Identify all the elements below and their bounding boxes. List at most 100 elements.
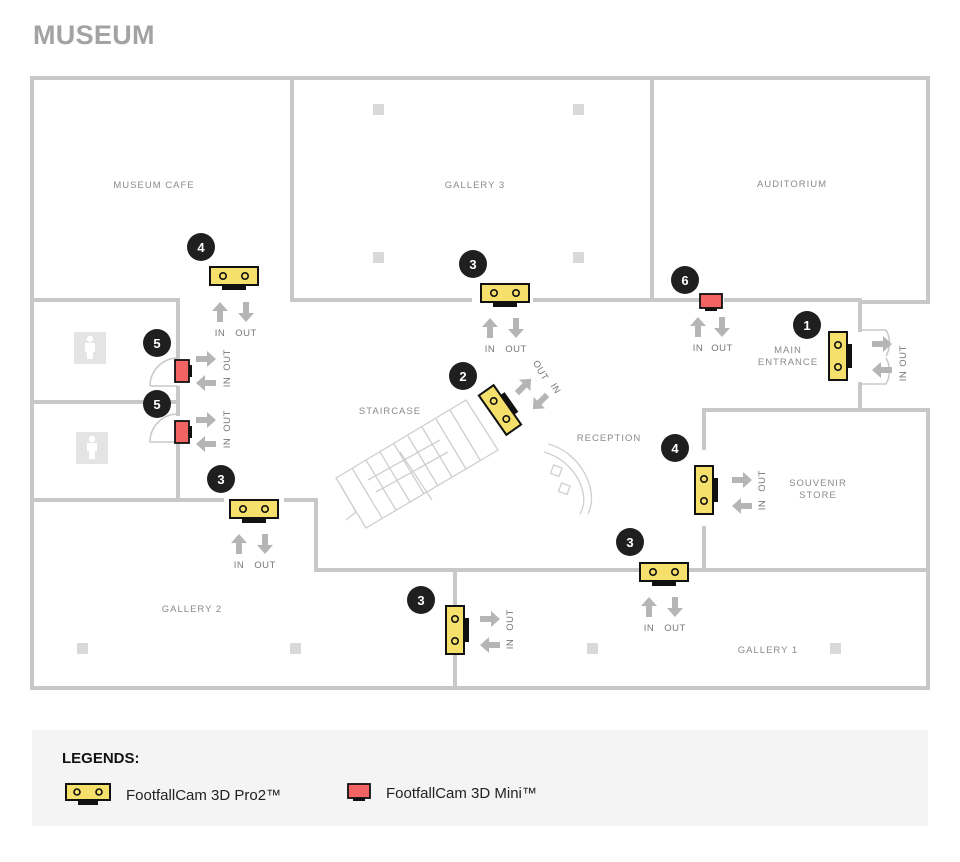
arrow-right-icon	[480, 611, 500, 627]
legend-item-mini: FootfallCam 3D Mini™	[346, 782, 537, 804]
staircase	[335, 399, 499, 529]
arrow-down-icon	[667, 597, 683, 617]
arrow-up-icon	[690, 317, 706, 337]
svg-text:IN: IN	[693, 343, 704, 354]
svg-text:OUT: OUT	[530, 359, 550, 383]
svg-text:6: 6	[681, 273, 688, 288]
badge-6	[671, 266, 699, 294]
arrow-left-icon	[196, 375, 216, 391]
room-label-reception: RECEPTION	[577, 433, 641, 444]
svg-text:IN: IN	[222, 377, 233, 388]
room-label-gallery-1: GALLERY 1	[738, 645, 798, 656]
restroom-tiles	[74, 332, 108, 464]
arrow-right-icon	[732, 472, 752, 488]
arrow-left-icon	[196, 436, 216, 452]
female-restroom-icon	[87, 435, 97, 459]
svg-text:IN: IN	[548, 381, 563, 396]
svg-text:OUT: OUT	[757, 470, 768, 492]
svg-text:IN: IN	[757, 500, 768, 511]
svg-text:4: 4	[197, 240, 205, 255]
svg-text:IN: IN	[505, 639, 516, 650]
arrow-left-icon	[732, 498, 752, 514]
counter-4-souvenir-pro2: 4 OUT IN	[661, 434, 768, 515]
arrow-down-icon	[238, 302, 254, 322]
counter-6-mini: 6 IN OUT	[671, 266, 733, 354]
svg-text:IN: IN	[222, 438, 233, 449]
reception-desk	[543, 443, 593, 515]
walls	[30, 76, 930, 690]
svg-text:IN: IN	[215, 328, 226, 339]
svg-text:1: 1	[803, 318, 810, 333]
svg-text:IN: IN	[485, 344, 496, 355]
room-label-souvenir-store-1: SOUVENIR	[789, 478, 847, 489]
counter-2-pro2: 2 OUT IN	[449, 359, 563, 436]
counter-3-divider-pro2: 3 OUT IN	[407, 586, 516, 655]
counter-1-pro2: 1 OUT IN	[793, 311, 909, 381]
counter-3-gallery-1-pro2: 3 IN OUT	[616, 528, 689, 634]
floor-plan: MUSEUM CAFE GALLERY 3 AUDITORIUM MAIN EN…	[30, 76, 930, 690]
legend-label-pro2: FootfallCam 3D Pro2™	[126, 786, 282, 804]
badge-3	[459, 250, 487, 278]
counter-3-gallery-3-pro2: 3 IN OUT	[459, 250, 530, 355]
counter-5-restroom-top-mini: 5 OUT IN	[143, 329, 233, 391]
room-label-gallery-2: GALLERY 2	[162, 604, 222, 615]
arrow-down-icon	[257, 534, 273, 554]
svg-text:5: 5	[153, 397, 160, 412]
legend-label-mini: FootfallCam 3D Mini™	[386, 784, 537, 802]
room-label-main-entrance-2: ENTRANCE	[758, 357, 818, 368]
exhibit-markers	[77, 104, 841, 654]
room-label-museum-cafe: MUSEUM CAFE	[113, 180, 194, 191]
svg-text:5: 5	[153, 336, 160, 351]
room-label-main-entrance-1: MAIN	[774, 345, 802, 356]
svg-text:4: 4	[671, 441, 679, 456]
badge-3-b	[207, 465, 235, 493]
badge-4-b	[661, 434, 689, 462]
arrow-down-left-icon	[527, 389, 553, 415]
svg-text:OUT: OUT	[222, 410, 233, 432]
svg-text:OUT: OUT	[222, 349, 233, 371]
counter-5-restroom-bottom-mini: 5 OUT IN	[143, 390, 233, 452]
counter-3-gallery-2-pro2: 3 IN OUT	[207, 465, 279, 571]
svg-text:OUT: OUT	[898, 345, 909, 367]
arrow-up-icon	[212, 302, 228, 322]
legend-panel: LEGENDS: FootfallCam 3D Pro2™ FootfallCa…	[32, 730, 928, 826]
svg-text:OUT: OUT	[505, 344, 527, 355]
svg-text:3: 3	[417, 593, 424, 608]
svg-text:IN: IN	[898, 371, 909, 382]
svg-text:OUT: OUT	[254, 560, 276, 571]
arrow-up-icon	[482, 318, 498, 338]
arrow-right-icon	[196, 351, 216, 367]
badge-3-c	[616, 528, 644, 556]
svg-text:OUT: OUT	[505, 609, 516, 631]
svg-text:3: 3	[217, 472, 224, 487]
svg-text:IN: IN	[644, 623, 655, 634]
counter-4-cafe-pro2: 4 IN OUT	[187, 233, 259, 339]
svg-text:OUT: OUT	[711, 343, 733, 354]
svg-text:2: 2	[459, 369, 466, 384]
arrow-up-right-icon	[511, 373, 537, 399]
arrow-down-icon	[714, 317, 730, 337]
svg-text:OUT: OUT	[235, 328, 257, 339]
badge-2	[449, 362, 477, 390]
arrow-up-icon	[641, 597, 657, 617]
arrow-left-icon	[480, 637, 500, 653]
arrow-right-icon	[196, 412, 216, 428]
arrow-down-icon	[508, 318, 524, 338]
svg-text:OUT: OUT	[664, 623, 686, 634]
room-label-souvenir-store-2: STORE	[799, 490, 837, 501]
legend-title: LEGENDS:	[62, 750, 140, 767]
mini-sensor-icon	[347, 783, 371, 801]
svg-text:3: 3	[469, 257, 476, 272]
badge-1	[793, 311, 821, 339]
room-label-auditorium: AUDITORIUM	[757, 179, 827, 190]
legend-item-pro2: FootfallCam 3D Pro2™	[64, 782, 281, 808]
male-restroom-icon	[85, 335, 95, 359]
room-label-gallery-3: GALLERY 3	[445, 180, 505, 191]
pro2-sensor-icon	[65, 783, 111, 805]
badge-5	[143, 329, 171, 357]
svg-text:IN: IN	[234, 560, 245, 571]
room-label-staircase: STAIRCASE	[359, 406, 421, 417]
badge-4	[187, 233, 215, 261]
svg-text:3: 3	[626, 535, 633, 550]
arrow-up-icon	[231, 534, 247, 554]
